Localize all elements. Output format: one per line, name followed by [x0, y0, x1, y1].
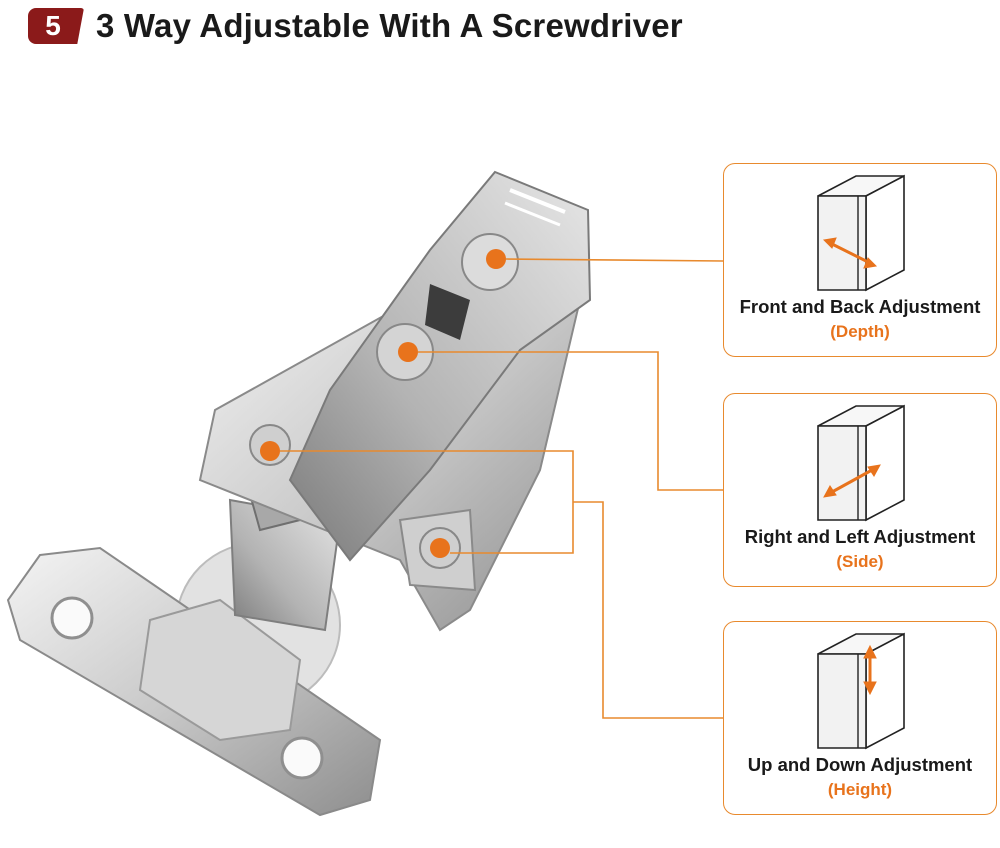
- step-badge: 5: [28, 8, 84, 44]
- leader-lines: [280, 258, 724, 719]
- card-depth: Front and Back Adjustment (Depth): [723, 163, 997, 357]
- card-label-height: Up and Down Adjustment: [747, 754, 973, 775]
- card-height: Up and Down Adjustment (Height): [723, 621, 997, 815]
- door-height-icon: [817, 632, 905, 750]
- card-sub-depth: (Depth): [830, 322, 890, 341]
- screw-hole-left: [50, 596, 94, 640]
- door-side-icon: [817, 404, 905, 522]
- marker-height-2: [430, 538, 450, 558]
- door-depth-icon: [817, 174, 905, 292]
- page-title: 3 Way Adjustable With A Screwdriver: [96, 7, 683, 44]
- marker-depth: [486, 249, 506, 269]
- marker-height: [260, 441, 280, 461]
- card-label-side: Right and Left Adjustment: [744, 526, 976, 547]
- marker-side: [398, 342, 418, 362]
- header: 5 3 Way Adjustable With A Screwdriver: [28, 4, 683, 48]
- card-sub-height: (Height): [827, 780, 893, 799]
- card-sub-side: (Side): [836, 552, 884, 571]
- screw-hole-right: [280, 736, 324, 780]
- card-side: Right and Left Adjustment (Side): [723, 393, 997, 587]
- card-label-depth: Front and Back Adjustment: [739, 296, 981, 317]
